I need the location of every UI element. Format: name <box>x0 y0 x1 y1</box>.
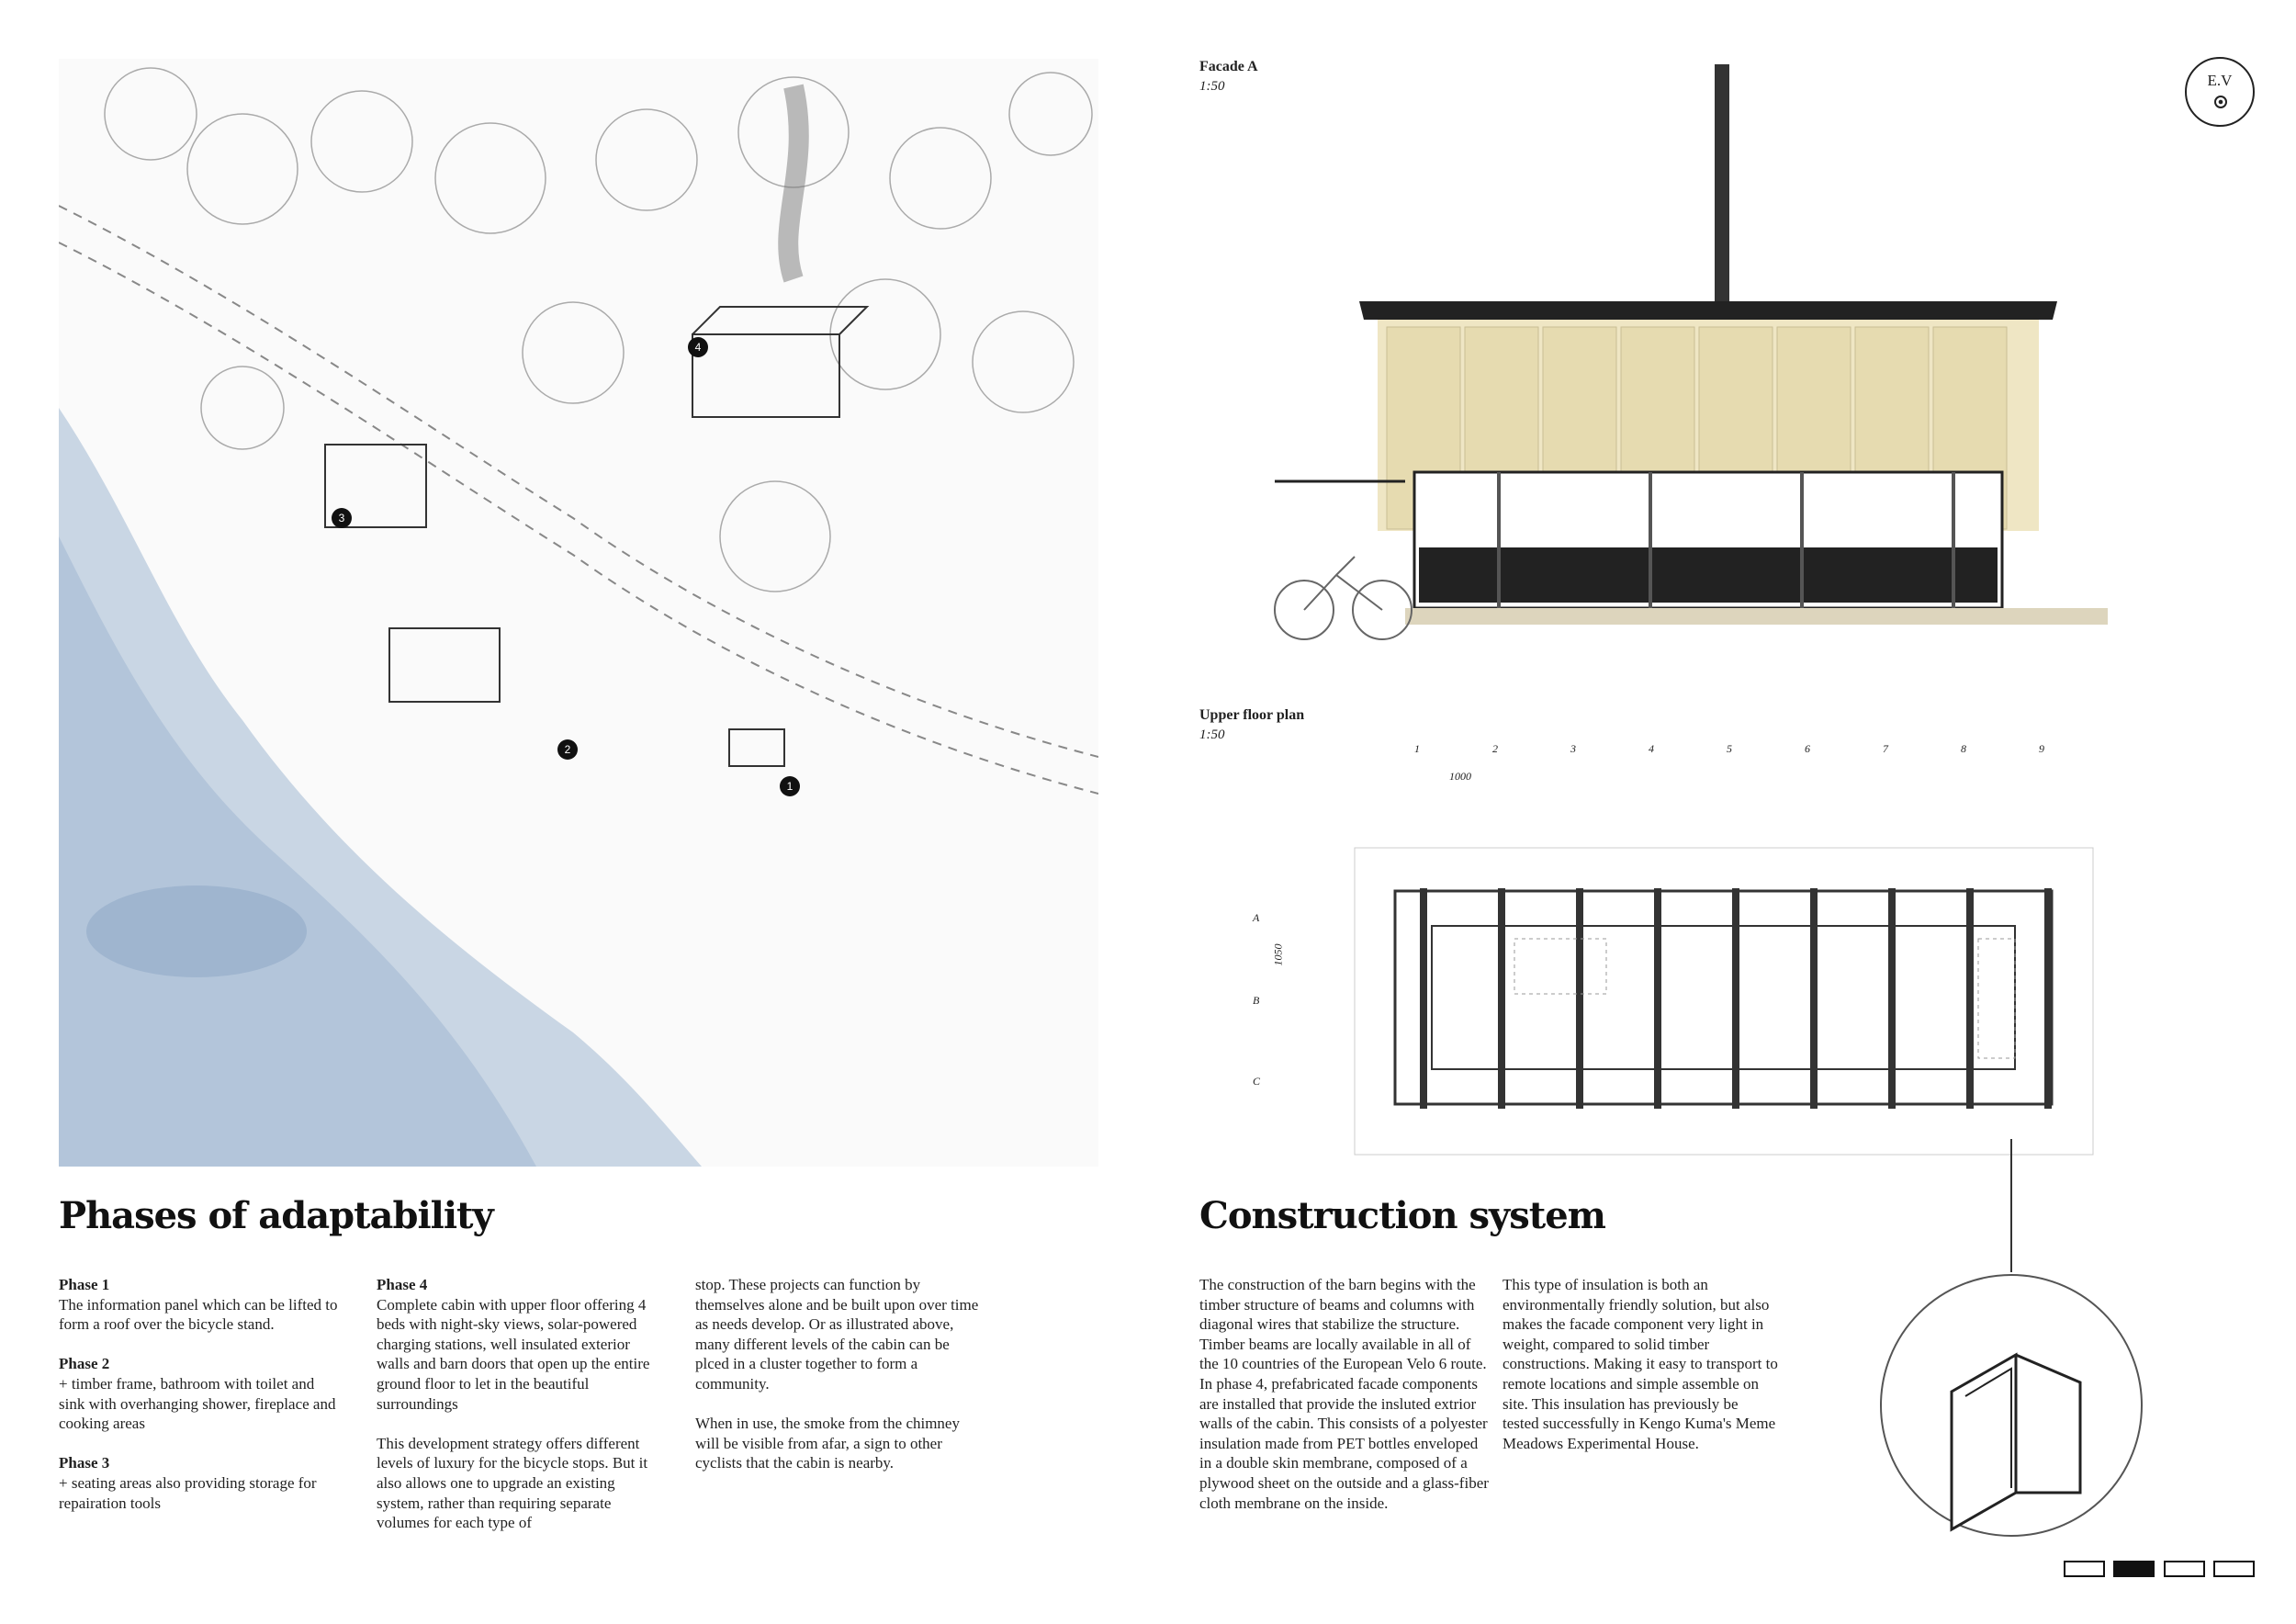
grid-number: 5 <box>1727 742 1732 755</box>
phases-title: Phases of adaptability <box>59 1194 494 1237</box>
dimension-1050: 1050 <box>1271 943 1285 966</box>
svg-text:3: 3 <box>339 512 345 524</box>
logo-dot-icon <box>2214 96 2227 108</box>
plan-scale: 1:50 <box>1199 727 1225 742</box>
plan-label: Upper floor plan <box>1199 707 1305 723</box>
phase-4-text: Complete cabin with upper floor offering… <box>377 1295 650 1413</box>
phase-4-heading: Phase 4 <box>377 1276 428 1293</box>
grid-number: 8 <box>1961 742 1966 755</box>
svg-text:4: 4 <box>695 341 702 354</box>
facade-scale: 1:50 <box>1199 79 1225 94</box>
phases-column-1: Phase 1 The information panel which can b… <box>59 1275 343 1533</box>
grid-number: 4 <box>1649 742 1654 755</box>
facade-component-detail <box>1880 1274 2143 1537</box>
community-text: stop. These projects can function by the… <box>695 1276 979 1393</box>
facade-elevation-drawing <box>1274 64 2108 640</box>
phase-3-heading: Phase 3 <box>59 1454 110 1472</box>
construction-column-2: This type of insulation is both an envir… <box>1503 1276 1778 1452</box>
page-indicator-2-active[interactable] <box>2113 1561 2155 1577</box>
grid-letter: B <box>1253 994 1260 1007</box>
page-indicator-4[interactable] <box>2213 1561 2255 1577</box>
phases-column-3: stop. These projects can function by the… <box>695 1275 980 1494</box>
smoke-text: When in use, the smoke from the chimney … <box>695 1415 960 1472</box>
detail-leader-line <box>2010 1139 2012 1272</box>
phase-3-text: + seating areas also providing storage f… <box>59 1473 317 1512</box>
facade-label: Facade A <box>1199 59 1258 74</box>
grid-number: 2 <box>1492 742 1498 755</box>
grid-number: 7 <box>1883 742 1888 755</box>
construction-title: Construction system <box>1199 1194 1606 1237</box>
phase-1-text: The information panel which can be lifte… <box>59 1295 338 1334</box>
page-indicator-3[interactable] <box>2164 1561 2205 1577</box>
grid-number: 1 <box>1414 742 1420 755</box>
grid-letter: C <box>1253 1075 1261 1088</box>
svg-text:2: 2 <box>565 743 571 756</box>
phase-2-heading: Phase 2 <box>59 1355 110 1373</box>
grid-letter: A <box>1253 911 1260 924</box>
strategy-text: This development strategy offers differe… <box>377 1434 648 1532</box>
grid-numbers: 1 2 3 4 5 6 7 8 9 <box>1414 742 2057 761</box>
grid-number: 9 <box>2039 742 2044 755</box>
svg-text:1: 1 <box>787 780 793 793</box>
grid-number: 3 <box>1570 742 1576 755</box>
upper-floor-plan-drawing <box>1354 847 2094 1156</box>
phase-1-heading: Phase 1 <box>59 1276 110 1293</box>
construction-column-1: The construction of the barn begins with… <box>1199 1276 1489 1512</box>
grid-number: 6 <box>1805 742 1810 755</box>
logo-text: E.V <box>2207 72 2233 89</box>
site-plan-illustration: 1 2 3 4 <box>59 59 1098 1167</box>
dimension-1000: 1000 <box>1449 770 1471 783</box>
ev-logo: E.V <box>2185 57 2255 127</box>
phases-column-2: Phase 4 Complete cabin with upper floor o… <box>377 1275 661 1552</box>
phase-2-text: + timber frame, bathroom with toilet and… <box>59 1374 336 1433</box>
page-indicator-1[interactable] <box>2064 1561 2105 1577</box>
